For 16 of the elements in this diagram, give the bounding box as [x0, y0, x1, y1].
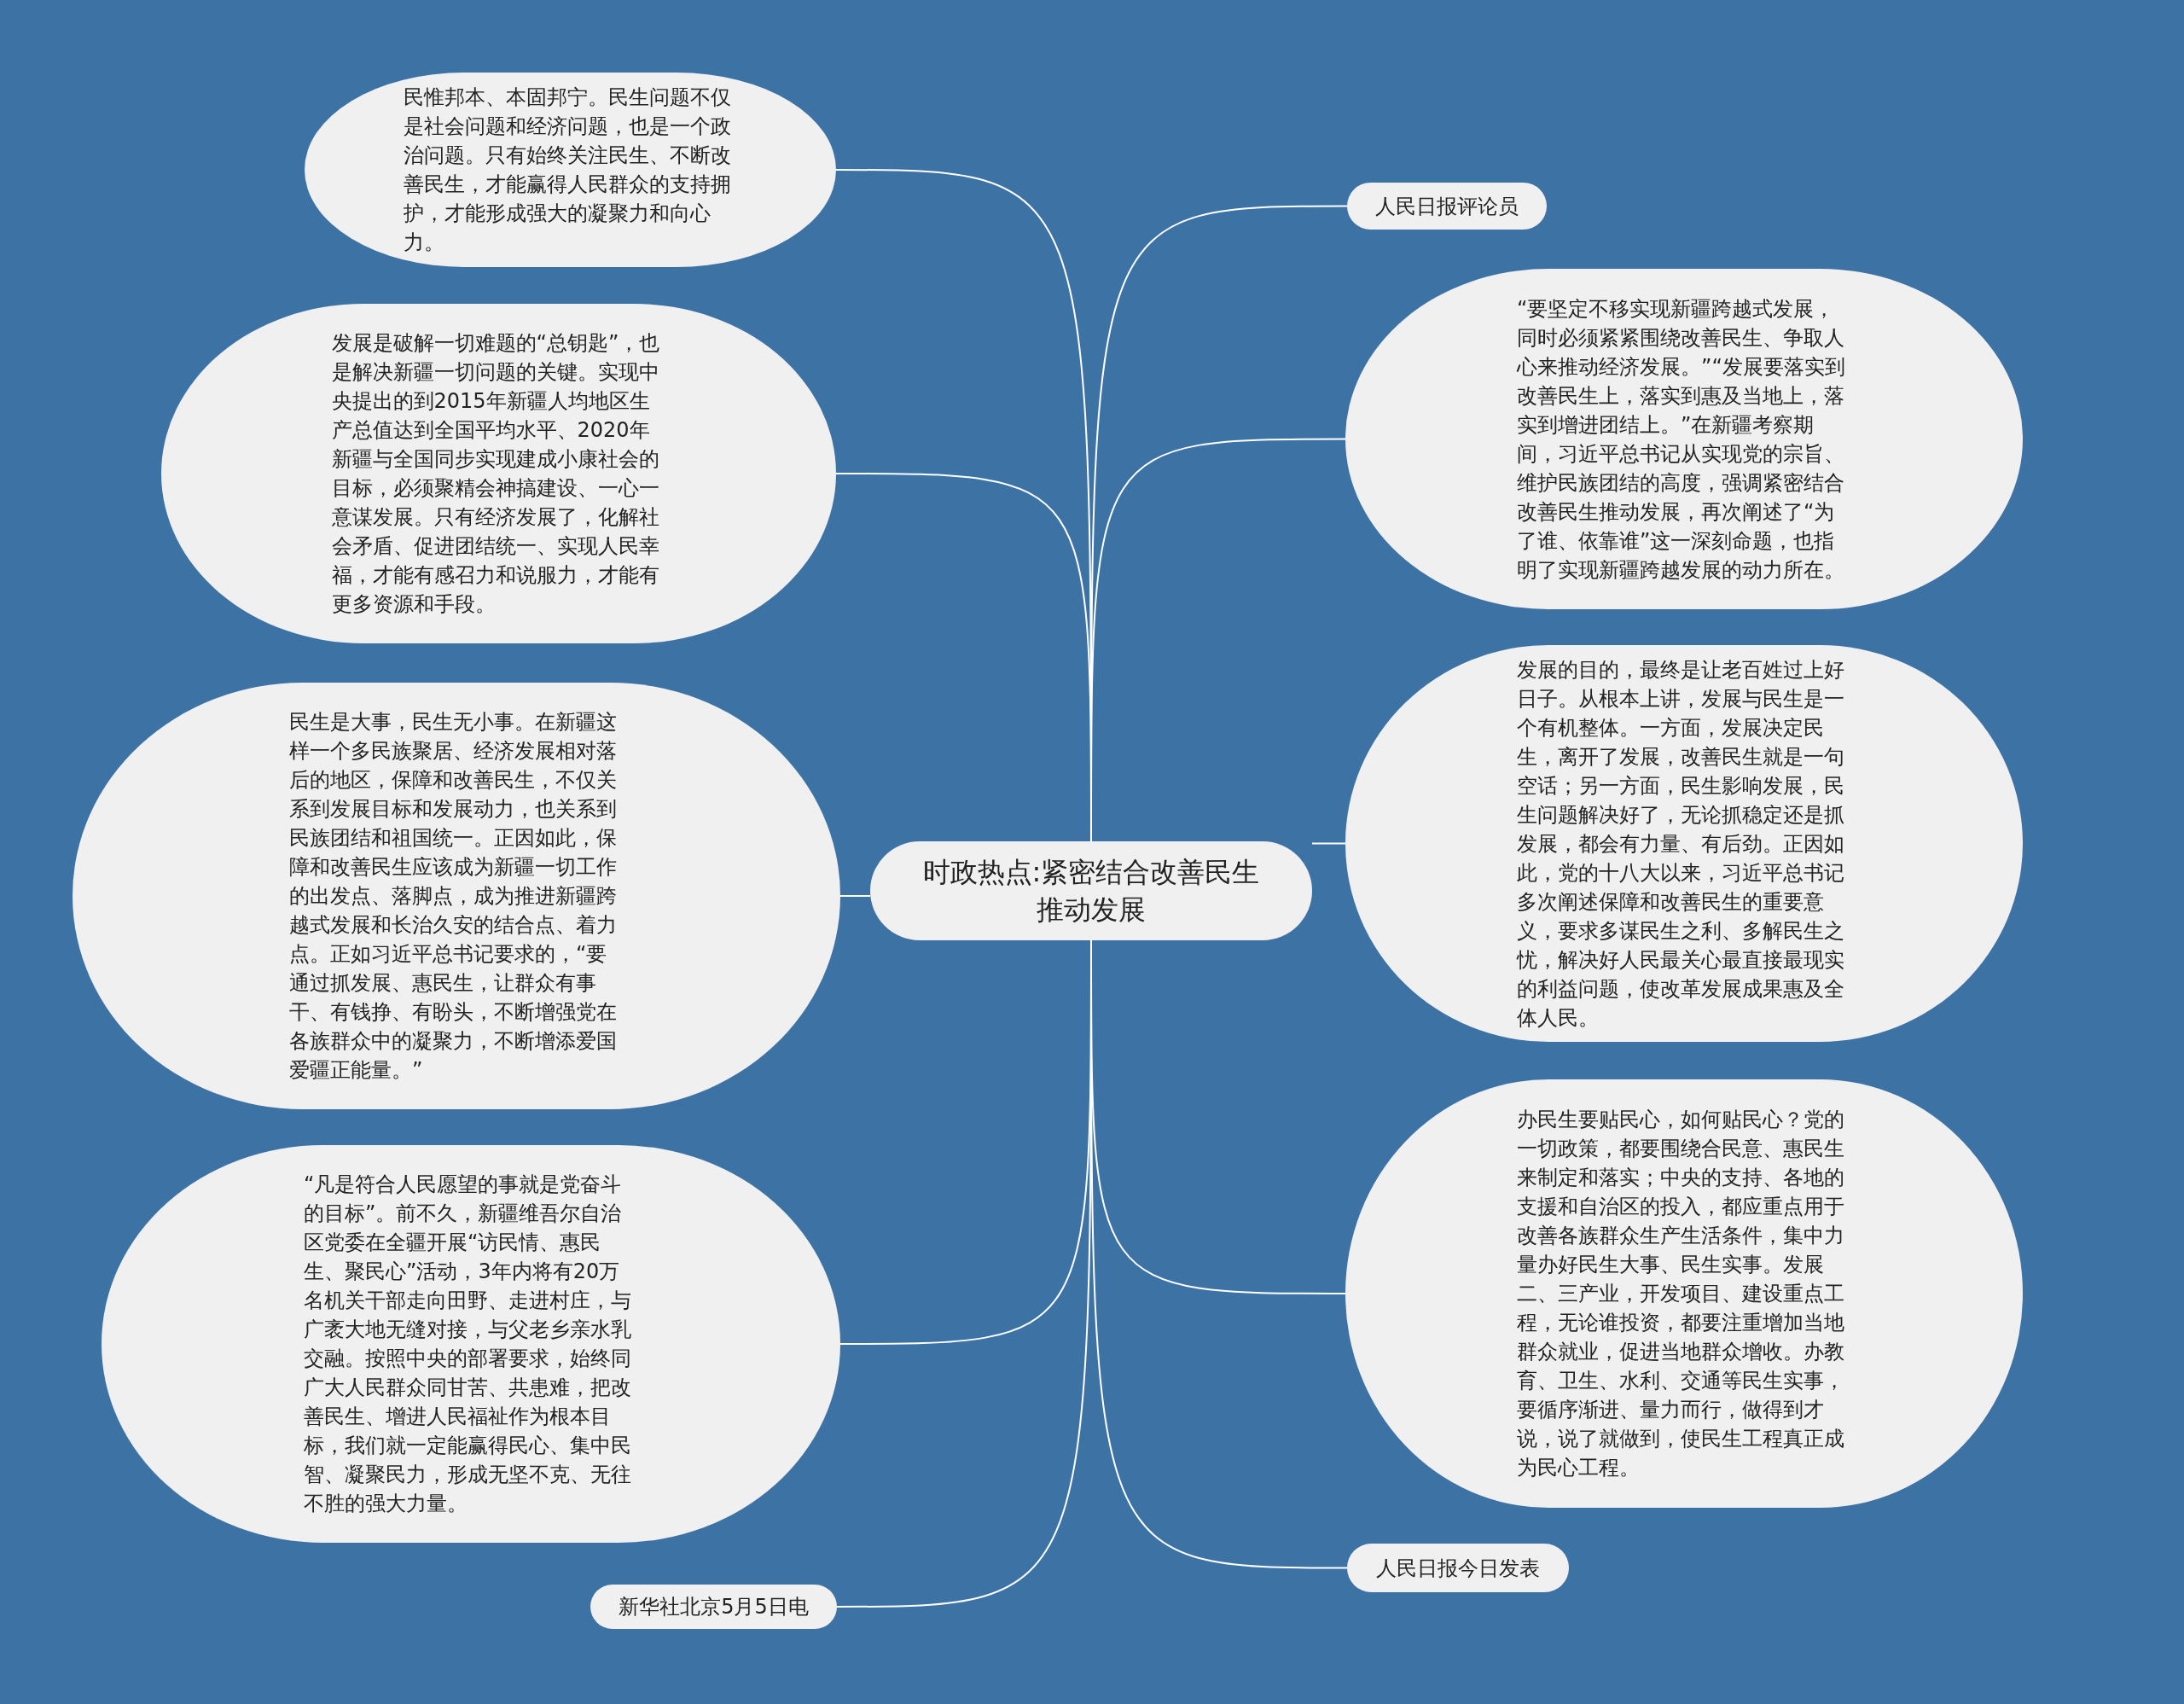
- topic-text: “凡是符合人民愿望的事就是党奋斗的目标”。前不久，新疆维吾尔自治区党委在全疆开展“访民情、惠民生、聚民心”活动，3年内将有20万名机关干部走向田野、走进村庄，与广袤大地无缝对接，与父老乡亲水乳交融。按照中央的部署要求，始终同广大人民群众同甘苦、共患难，把改善民生、增进人民福祉作为根本目标，我们就一定能赢得民心、集中民智、凝聚民力，形成无坚不克、无往不胜的强大力量。: [304, 1172, 632, 1517]
- topic-text: 人民日报评论员: [1374, 193, 1519, 220]
- topic-title: 时政热点:紧密结合改善民生推动发展: [921, 855, 1261, 928]
- topic-pill: [1347, 1544, 1569, 1592]
- topic-text: 办民生要贴民心，如何贴民心？党的一切政策，都要围绕合民意、惠民生来制定和落实；中央的支持、各地的支援和自治区的投入，都应重点用于改善各族群众生产生活条件，集中力量办好民生大事、民生实事。发展二、三产业，开发项目、建设重点工程，无论谁投资，都要注重增加当地群众就业，促进当地群众增收。办教育、卫生、水利、交通等民生实事，要循序渐进、量力而行，做得到才说，说了就做到，使民生工程真正成为民心工程。: [1517, 1107, 1845, 1481]
- topic-pill: [1347, 183, 1547, 230]
- topic-text: “要坚定不移实现新疆跨越式发展，同时必须紧紧围绕改善民生、争取人心来推动经济发展。”“发展要落实到改善民生上，落实到惠及当地上，落实到增进团结上。”在新疆考察期间，习近平总书记从实现党的宗旨、维护民族团结的高度，强调紧密结合改善民生推动发展，再次阐述了“为了谁、依靠谁”这一深刻命题，也指明了实现新疆跨越发展的动力所在。: [1517, 295, 1846, 584]
- branch-line: [1311, 842, 1346, 845]
- topic-pill: [590, 1585, 837, 1629]
- topic-text: 发展是破解一切难题的“总钥匙”，也是解决新疆一切问题的关键。实现中央提出的到2015年新疆人均地区生产总值达到全国平均水平、2020年新疆与全国同步实现建成小康社会的目标，必须聚精会神搞建设、一心一意谋发展。只有经济发展了，化解社会矛盾、促进团结统一、实现人民幸福，才能有感召力和说服力，才能有更多资源和手段。: [331, 330, 661, 618]
- topic-text: 人民日报今日发表: [1375, 1555, 1541, 1582]
- topic-text: 民生是大事，民生无小事。在新疆这样一个多民族聚居、经济发展相对落后的地区，保障和改善民生，不仅关系到发展目标和发展动力，也关系到民族团结和祖国统一。正因如此，保障和改善民生应该成为新疆一切工作的出发点、落脚点，成为推进新疆跨越式发展和长治久安的结合点、着力点。正如习近平总书记要求的，“要通过抓发展、惠民生，让群众有事干、有钱挣、有盼头，不断增强党在各族群众中的凝聚力，不断增添爱国爱疆正能量。”: [289, 709, 618, 1084]
- topic-text: 新华社北京5月5日电: [618, 1594, 810, 1620]
- topic-text: 民惟邦本、本固邦宁。民生问题不仅是社会问题和经济问题，也是一个政治问题。只有始终关注民生、不断改善民生，才能赢得人民群众的支持拥护，才能形成强大的凝聚力和向心力。: [403, 84, 732, 256]
- topic-text: 发展的目的，最终是让老百姓过上好日子。从根本上讲，发展与民生是一个有机整体。一方面，发展决定民生，离开了发展，改善民生就是一句空话；另一方面，民生影响发展，民生问题解决好了，无论抓稳定还是抓发展，都会有力量、有后劲。正因如此，党的十八大以来，习近平总书记多次阐述保障和改善民生的重要意义，要求多谋民生之利、多解民生之忧，解决好人民最关心最直接最现实的利益问题，使改革发展成果惠及全体人民。: [1517, 656, 1845, 1032]
- branch-line: [839, 895, 871, 897]
